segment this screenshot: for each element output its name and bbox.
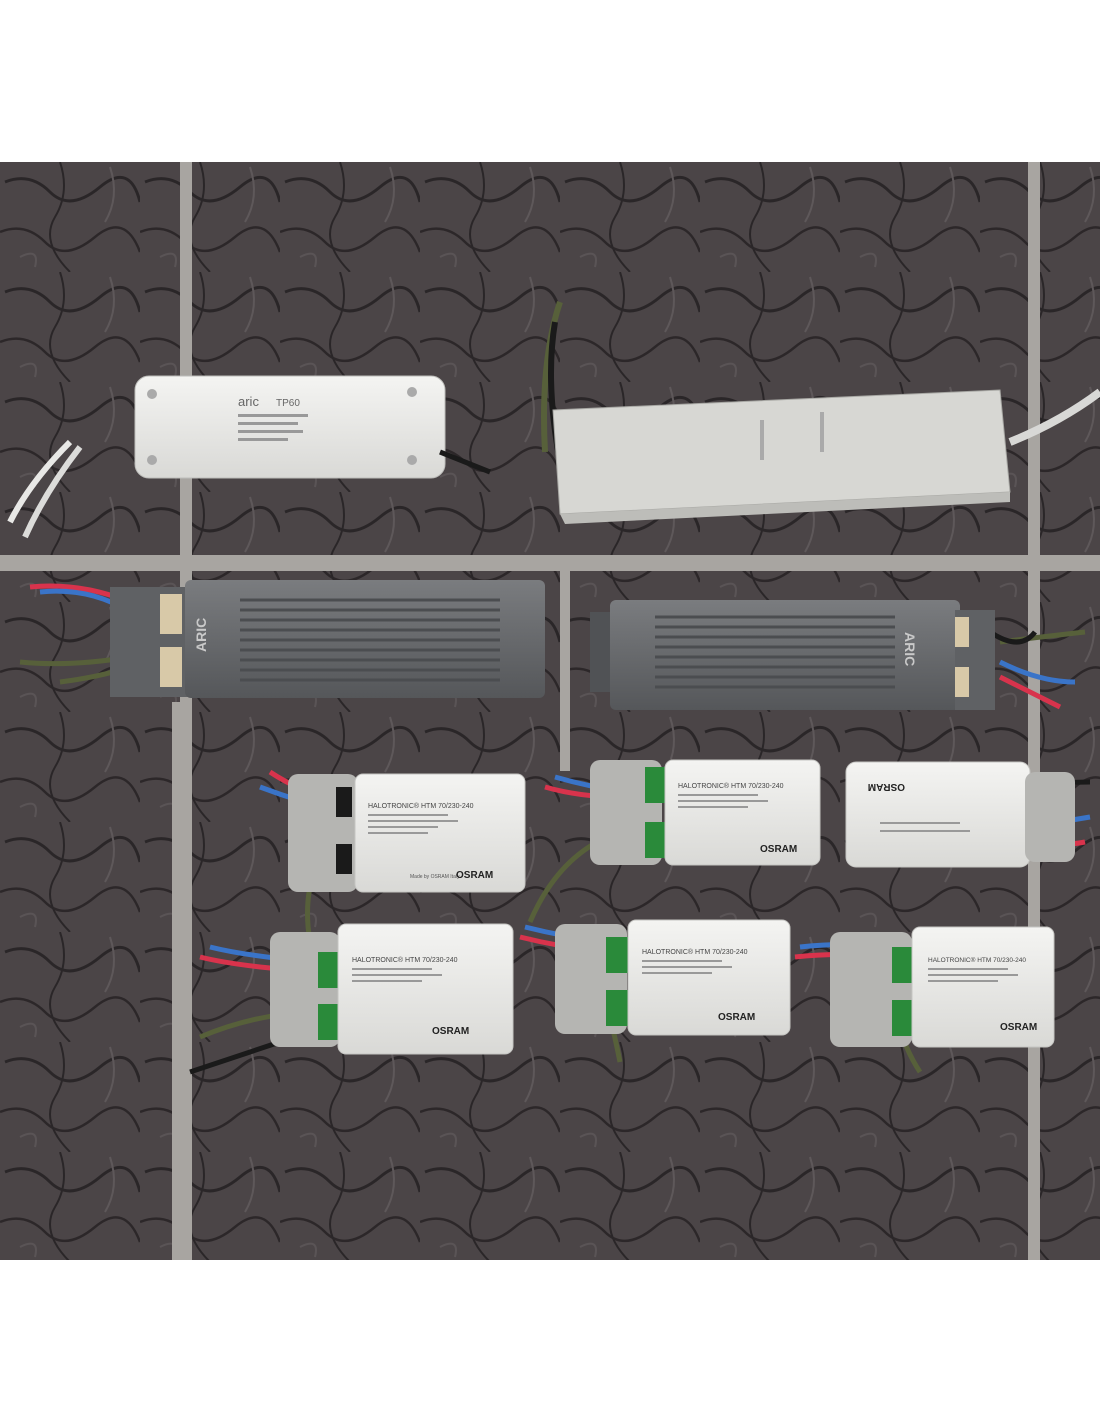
osram-htm-unit-1: HALOTRONIC® HTM 70/230-240 Made by OSRAM… — [259, 769, 526, 943]
aric-grey-transformer-left: ARIC — [19, 580, 545, 698]
aric-tp60-brand: aric — [238, 394, 259, 409]
osram-4-brand: OSRAM — [432, 1026, 469, 1037]
osram-3-brand: OSRAM — [868, 781, 905, 792]
photo-scene: aric TP60 ARIC — [0, 162, 1100, 1260]
aric-grey-transformer-right: ARIC — [590, 600, 1086, 710]
osram-1-model: HALOTRONIC® HTM 70/230-240 — [368, 802, 474, 810]
osram-5-model: HALOTRONIC® HTM 70/230-240 — [642, 948, 748, 956]
large-white-transformer — [541, 301, 1100, 524]
aric-tp60-driver: aric TP60 — [7, 375, 491, 539]
osram-htm-unit-4: HALOTRONIC® HTM 70/230-240 OSRAM — [189, 923, 514, 1075]
aric-tp60-model: TP60 — [276, 398, 300, 409]
osram-htm-unit-3: OSRAM — [845, 761, 1091, 868]
osram-5-brand: OSRAM — [718, 1012, 755, 1023]
aric-left-brand: ARIC — [193, 618, 209, 652]
osram-2-model: HALOTRONIC® HTM 70/230-240 — [678, 782, 784, 790]
osram-htm-unit-6: HALOTRONIC® HTM 70/230-240 OSRAM — [794, 926, 1055, 1074]
osram-6-model: HALOTRONIC® HTM 70/230-240 — [928, 956, 1026, 964]
osram-htm-unit-5: HALOTRONIC® HTM 70/230-240 OSRAM — [519, 919, 791, 1063]
aric-right-brand: ARIC — [902, 632, 918, 666]
osram-6-brand: OSRAM — [1000, 1022, 1037, 1033]
osram-1-made-by: Made by OSRAM Italy — [410, 874, 460, 880]
osram-1-brand: OSRAM — [456, 870, 493, 881]
osram-htm-unit-2: HALOTRONIC® HTM 70/230-240 OSRAM — [527, 759, 821, 923]
floor-tiles — [0, 162, 1100, 1260]
photo: aric TP60 ARIC — [0, 162, 1100, 1260]
osram-4-model: HALOTRONIC® HTM 70/230-240 — [352, 956, 458, 964]
osram-2-brand: OSRAM — [760, 844, 797, 855]
